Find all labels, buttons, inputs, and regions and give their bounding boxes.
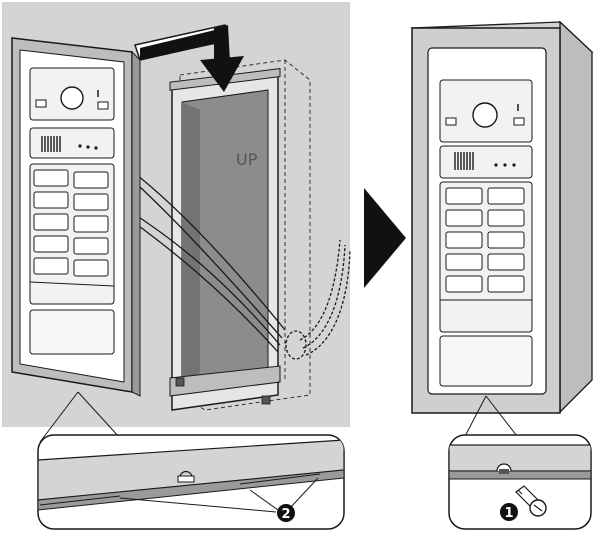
left-speaker-grille-icon	[41, 136, 61, 152]
right-detail-inset: 1	[448, 434, 592, 530]
svg-text:2: 2	[281, 507, 290, 522]
cables	[127, 167, 351, 360]
left-camera-icon	[60, 86, 84, 110]
box-up-label: UP	[236, 150, 258, 169]
left-call-buttons	[33, 169, 109, 277]
right-installed-unit	[410, 20, 594, 414]
svg-text:1: 1	[504, 506, 513, 521]
callout-1-badge: 1	[500, 503, 518, 521]
left-panel	[11, 37, 141, 397]
left-zoom-lines	[39, 391, 121, 443]
down-arrow-icon	[134, 24, 244, 92]
left-detail-inset: 2	[37, 434, 345, 530]
right-camera-icon	[472, 102, 498, 128]
screw-icon	[515, 485, 547, 517]
right-call-buttons	[445, 187, 525, 293]
right-arrow-icon	[364, 188, 406, 288]
callout-2-badge: 2	[277, 504, 295, 522]
right-speaker-grille-icon	[454, 152, 474, 170]
